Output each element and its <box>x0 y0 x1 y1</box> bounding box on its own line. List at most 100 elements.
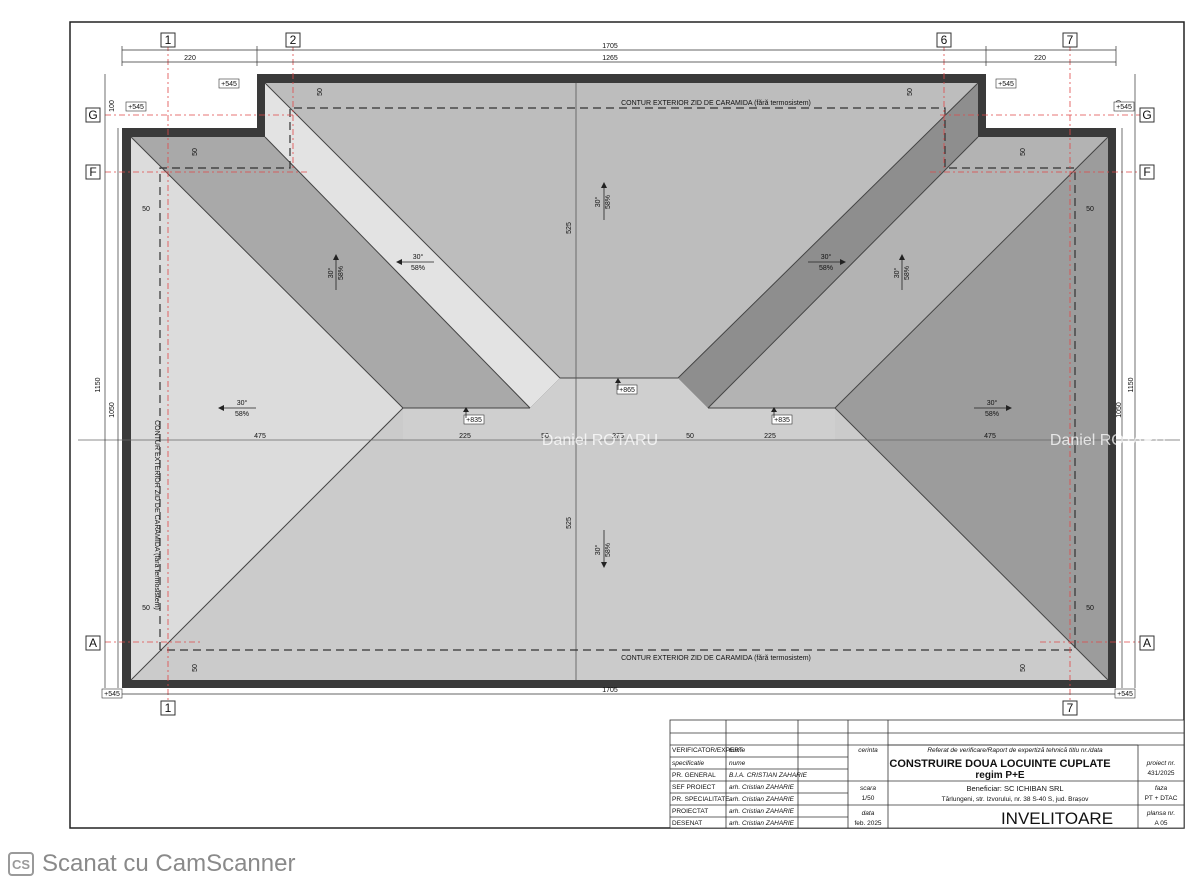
svg-text:30°: 30° <box>893 268 901 279</box>
svg-text:Tărlungeni, str. Izvorului, nr: Tărlungeni, str. Izvorului, nr. 38 S-40 … <box>942 796 1089 803</box>
grid-marker-F-right: F <box>1139 164 1155 180</box>
svg-text:Beneficiar: SC ICHIBAN SRL: Beneficiar: SC ICHIBAN SRL <box>966 784 1063 793</box>
svg-text:arh. Cristian ZAHARIE: arh. Cristian ZAHARIE <box>729 808 795 815</box>
svg-text:30°: 30° <box>237 399 248 407</box>
svg-text:F: F <box>89 165 96 179</box>
svg-text:+545: +545 <box>221 81 237 88</box>
svg-text:INVELITOARE: INVELITOARE <box>1001 809 1113 828</box>
svg-text:1050: 1050 <box>1116 402 1123 418</box>
svg-text:225: 225 <box>764 433 776 440</box>
roof-plane-right <box>835 137 1108 680</box>
roof-ridge-strip <box>403 378 835 440</box>
svg-text:525: 525 <box>566 517 573 529</box>
grid-marker-A-right: A <box>1139 635 1155 651</box>
roof-plane-top <box>265 83 978 378</box>
svg-text:58%: 58% <box>605 195 612 209</box>
svg-text:50: 50 <box>1086 206 1094 213</box>
slope-marker-left: 30°58% <box>218 399 256 418</box>
svg-text:475: 475 <box>984 433 996 440</box>
svg-text:30°: 30° <box>594 197 602 208</box>
svg-text:Referat de verificare/Raport d: Referat de verificare/Raport de expertiz… <box>927 747 1103 754</box>
svg-text:CONSTRUIRE DOUA LOCUINTE CUPLA: CONSTRUIRE DOUA LOCUINTE CUPLATE <box>889 758 1110 770</box>
svg-text:50: 50 <box>142 206 150 213</box>
svg-text:A: A <box>1143 636 1151 650</box>
dimension-texts: 1705 220 1265 220 1705 1150 1050 100 115… <box>95 43 1135 694</box>
svg-text:+545: +545 <box>998 81 1014 88</box>
svg-text:PT + DTAC: PT + DTAC <box>1145 795 1178 802</box>
svg-text:+865: +865 <box>619 387 635 394</box>
svg-text:arh. Cristian ZAHARIE: arh. Cristian ZAHARIE <box>729 784 795 791</box>
svg-text:feb. 2025: feb. 2025 <box>854 820 881 827</box>
svg-text:faza: faza <box>1155 785 1168 792</box>
svg-text:1: 1 <box>165 701 172 715</box>
level-tag: +865 <box>616 384 638 395</box>
svg-text:50: 50 <box>317 88 324 96</box>
svg-text:B.I.A. CRISTIAN ZAHARIE: B.I.A. CRISTIAN ZAHARIE <box>729 772 808 779</box>
level-tag: +545 <box>101 688 123 699</box>
roof-plane-valley-left <box>265 83 560 408</box>
slope-marker-right-wing: 30° 58% <box>893 254 911 290</box>
svg-text:specificatie: specificatie <box>672 760 705 767</box>
slope-markers: 30°58% 30°58% 30°58% 30°58% 30° 58% 30° … <box>218 182 1012 568</box>
level-tag: +545 <box>218 78 240 89</box>
grid-lines <box>105 45 1140 700</box>
svg-text:6: 6 <box>941 33 948 47</box>
camscanner-text: Scanat cu CamScanner <box>42 850 296 877</box>
camscanner-logo-icon: CS <box>8 852 34 876</box>
slope-marker-left-wing: 30° 58% <box>327 254 345 290</box>
level-tags: +545 +545 +545 +545 +545 +545 +835 +835 … <box>101 78 1136 699</box>
svg-text:50: 50 <box>541 433 549 440</box>
watermark-right: Daniel ROTARU <box>1050 432 1166 449</box>
grid-marker-G-right: G <box>1139 107 1155 123</box>
svg-text:VERIFICATOR/EXPERT: VERIFICATOR/EXPERT <box>672 747 743 754</box>
grid-markers: 1 2 6 7 1 7 G F A G F A <box>85 32 1155 716</box>
level-tag: +835 <box>771 414 793 425</box>
svg-text:50: 50 <box>1086 605 1094 612</box>
level-tag: +545 <box>995 78 1017 89</box>
grid-marker-G-left: G <box>85 107 101 123</box>
svg-text:+545: +545 <box>104 691 120 698</box>
svg-text:7: 7 <box>1067 33 1074 47</box>
grid-marker-7-top: 7 <box>1062 32 1078 48</box>
watermark-center: Daniel ROTARU <box>542 432 658 449</box>
svg-text:220: 220 <box>1034 55 1046 62</box>
level-tag: +545 <box>125 101 147 112</box>
wall-contour-label-top: CONTUR EXTERIOR ZID DE CARAMIDA (fără te… <box>621 100 811 107</box>
svg-text:1265: 1265 <box>602 55 618 62</box>
svg-text:1705: 1705 <box>602 43 618 50</box>
svg-text:58%: 58% <box>338 266 345 280</box>
grid-marker-1-top: 1 <box>160 32 176 48</box>
svg-text:225: 225 <box>459 433 471 440</box>
svg-text:F: F <box>1143 165 1150 179</box>
svg-text:PR. GENERAL: PR. GENERAL <box>672 772 716 779</box>
svg-text:SEF PROIECT: SEF PROIECT <box>672 784 715 791</box>
svg-text:cerinta: cerinta <box>858 747 878 754</box>
svg-text:50: 50 <box>686 433 694 440</box>
svg-text:nume: nume <box>729 760 746 767</box>
roof-plane-bottom <box>131 408 1108 680</box>
camscanner-footer: CS Scanat cu CamScanner <box>8 848 295 880</box>
slope-marker-right: 30°58% <box>974 399 1012 418</box>
svg-text:arh. Cristian ZAHARIE: arh. Cristian ZAHARIE <box>729 820 795 827</box>
svg-text:58%: 58% <box>605 543 612 557</box>
svg-text:+545: +545 <box>128 104 144 111</box>
svg-text:275: 275 <box>612 433 624 440</box>
svg-text:DESENAT: DESENAT <box>672 820 702 827</box>
svg-text:proiect nr.: proiect nr. <box>1146 760 1176 767</box>
svg-text:PR. SPECIALITATE: PR. SPECIALITATE <box>672 796 730 803</box>
svg-text:1705: 1705 <box>602 687 618 694</box>
svg-text:G: G <box>1142 108 1151 122</box>
svg-text:431/2025: 431/2025 <box>1147 770 1174 777</box>
svg-text:1: 1 <box>165 33 172 47</box>
roof-plane-left-wing <box>131 137 530 408</box>
roof-plane-left <box>131 137 403 680</box>
svg-text:30°: 30° <box>594 545 602 556</box>
wall-contour-label-bottom: CONTUR EXTERIOR ZID DE CARAMIDA (fără te… <box>621 655 811 662</box>
svg-text:+545: +545 <box>1117 691 1133 698</box>
level-tag: +545 <box>1113 101 1135 112</box>
wall-contour-label-left: CONTUR EXTERIOR ZID DE CARAMIDA (fără te… <box>153 420 160 610</box>
svg-text:30°: 30° <box>987 399 998 407</box>
grid-marker-2-top: 2 <box>285 32 301 48</box>
svg-text:regim P+E: regim P+E <box>975 770 1025 781</box>
